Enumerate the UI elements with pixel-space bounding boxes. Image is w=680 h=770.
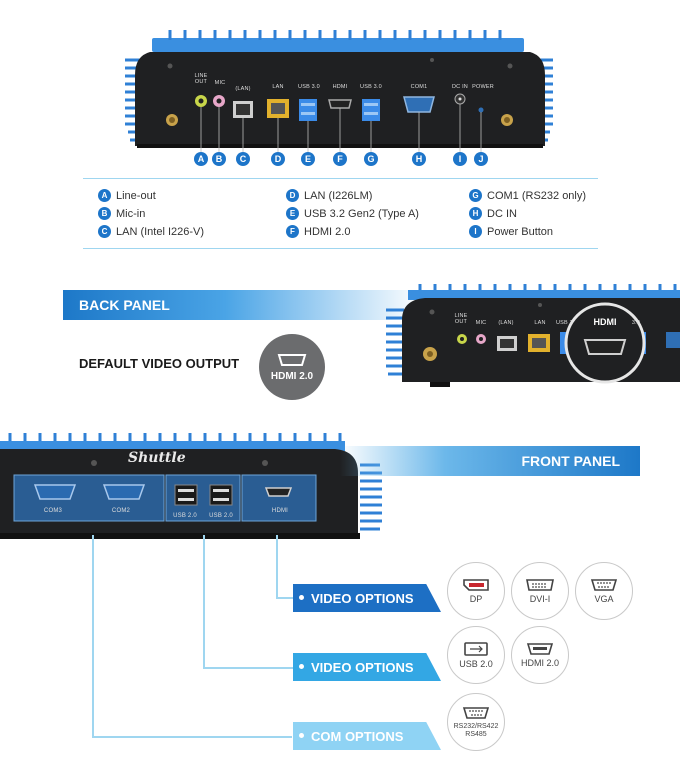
- option-rs232-rs422-rs485: RS232/RS422 RS485: [447, 693, 505, 751]
- back-device-illustration: [125, 30, 553, 152]
- connector-line-com: [92, 535, 94, 737]
- port-label-usb-1: USB 3.0: [298, 84, 320, 90]
- front-label-com3: COM3: [43, 508, 63, 514]
- port-label-com1: COM1: [410, 84, 428, 90]
- front-panel-title: FRONT PANEL: [521, 453, 620, 469]
- default-video-hdmi-badge: HDMI 2.0: [259, 334, 325, 400]
- com-options-label: COM OPTIONS: [311, 728, 404, 744]
- marker-h: H: [412, 152, 426, 166]
- video-options-2-ribbon: VIDEO OPTIONS: [293, 653, 441, 681]
- port-label-lan-paren: (LAN): [235, 86, 251, 92]
- marker-b: B: [212, 152, 226, 166]
- legend-bottom-rule: [83, 248, 598, 249]
- zoom-label-lan: LAN: [534, 320, 546, 326]
- video-options-1-ribbon: VIDEO OPTIONS: [293, 584, 441, 612]
- front-device-illustration: [0, 433, 382, 539]
- marker-g: G: [364, 152, 378, 166]
- zoom-label-usb: USB 3: [556, 320, 573, 326]
- marker-e: E: [301, 152, 315, 166]
- front-label-usb-1: USB 2.0: [173, 513, 197, 519]
- back-panel-title: BACK PANEL: [79, 297, 170, 313]
- zoom-label-line-out: LINE OUT: [454, 313, 468, 325]
- option-dp: DP: [447, 562, 505, 620]
- hdmi-icon: [277, 353, 307, 366]
- default-video-output-label: DEFAULT VIDEO OUTPUT: [79, 356, 240, 371]
- zoom-label-usb-2: 3.0: [631, 320, 641, 326]
- connector-line-hdmi: [276, 535, 278, 598]
- marker-c: C: [236, 152, 250, 166]
- displayport-icon: [463, 579, 489, 591]
- front-label-com2: COM2: [111, 508, 131, 514]
- option-usb-2: USB 2.0: [447, 626, 505, 684]
- marker-j: J: [474, 152, 488, 166]
- legend-top-rule: [83, 178, 598, 179]
- marker-f: F: [333, 152, 347, 166]
- option-dvi-i: DVI-I: [511, 562, 569, 620]
- front-label-hdmi: HDMI: [271, 508, 289, 514]
- connector-line-usb-h: [203, 667, 293, 669]
- front-brand-logo: Shuttle: [128, 450, 186, 466]
- usb-icon: [464, 642, 488, 656]
- port-label-mic: MIC: [214, 80, 226, 86]
- back-panel-banner: BACK PANEL: [63, 290, 423, 320]
- front-panel-banner: FRONT PANEL: [340, 446, 640, 476]
- connector-line-usb: [203, 535, 205, 668]
- marker-d: D: [271, 152, 285, 166]
- option-hdmi-2: HDMI 2.0: [511, 626, 569, 684]
- connector-line-hdmi-h: [276, 597, 293, 599]
- marker-a: A: [194, 152, 208, 166]
- hdmi-icon: [526, 643, 554, 655]
- com-options-ribbon: COM OPTIONS: [293, 722, 441, 750]
- zoom-label-hdmi: HDMI: [593, 317, 617, 327]
- port-label-hdmi: HDMI: [332, 84, 348, 90]
- port-label-power: POWER: [472, 84, 494, 90]
- zoom-label-mic: MIC: [475, 320, 487, 326]
- port-label-dc-in: DC IN: [452, 84, 468, 90]
- serial-port-icon: [462, 706, 490, 719]
- zoom-label-lan-paren: (LAN): [498, 320, 514, 326]
- back-panel-zoom-illustration: [386, 284, 680, 387]
- option-vga: VGA: [575, 562, 633, 620]
- port-label-lan: LAN: [272, 84, 284, 90]
- video-options-2-label: VIDEO OPTIONS: [311, 659, 414, 675]
- port-label-usb-2: USB 3.0: [360, 84, 382, 90]
- connector-line-com-h: [92, 736, 292, 738]
- video-options-1-label: VIDEO OPTIONS: [311, 590, 414, 606]
- marker-i: I: [453, 152, 467, 166]
- vga-icon: [590, 579, 618, 591]
- front-label-usb-2: USB 2.0: [209, 513, 233, 519]
- dvi-icon: [526, 579, 554, 591]
- port-label-line-out: LINE OUT: [194, 73, 208, 85]
- default-video-hdmi-text: HDMI 2.0: [270, 370, 314, 382]
